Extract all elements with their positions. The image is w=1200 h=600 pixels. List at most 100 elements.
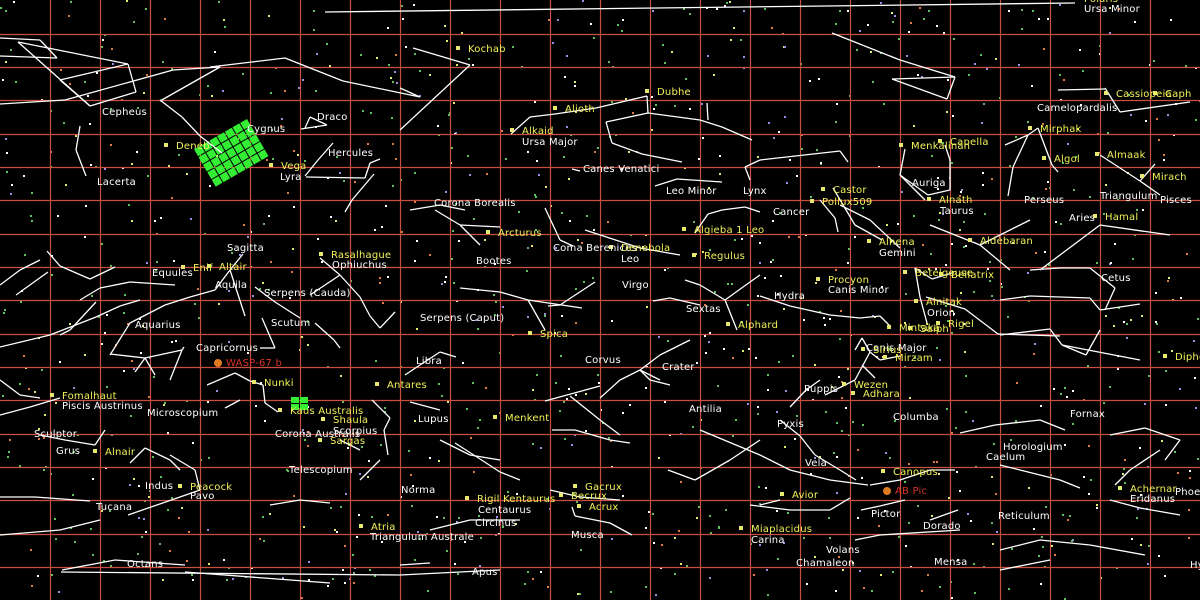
star-label[interactable]: Alioth bbox=[565, 104, 595, 115]
constellation-label[interactable]: Leo Minor bbox=[666, 186, 717, 197]
constellation-label[interactable]: Serpens (Cauda) bbox=[264, 288, 351, 299]
star-label[interactable]: Algol bbox=[1054, 154, 1080, 165]
constellation-label[interactable]: Ursa Minor bbox=[1084, 4, 1140, 15]
constellation-label[interactable]: Camelopardalis bbox=[1037, 103, 1118, 114]
star-label[interactable]: Mirzam bbox=[895, 353, 933, 364]
constellation-label[interactable]: Fornax bbox=[1070, 409, 1106, 420]
constellation-label[interactable]: Serpens (Caput) bbox=[420, 313, 505, 324]
constellation-label[interactable]: Sextas bbox=[686, 304, 721, 315]
star-label[interactable]: Menkent bbox=[505, 413, 550, 424]
constellation-label[interactable]: Bootes bbox=[476, 256, 512, 267]
constellation-label[interactable]: Pyxis bbox=[777, 419, 804, 430]
constellation-label[interactable]: Pictor bbox=[871, 509, 901, 520]
constellation-label[interactable]: Antilia bbox=[689, 404, 722, 415]
star-label[interactable]: Acrux bbox=[589, 502, 619, 513]
star-label[interactable]: Regulus bbox=[704, 251, 746, 262]
constellation-label[interactable]: Chamaleon bbox=[796, 558, 855, 569]
star-label[interactable]: Bellatrix bbox=[951, 270, 995, 281]
star-label[interactable]: Arcturus bbox=[498, 228, 542, 239]
constellation-label[interactable]: Norma bbox=[401, 485, 436, 496]
constellation-label[interactable]: Mensa bbox=[934, 557, 968, 568]
star-label[interactable]: Gacrux bbox=[585, 482, 622, 493]
star-label[interactable]: Alhena bbox=[879, 237, 915, 248]
star-label[interactable]: Algieba 1 Leo bbox=[694, 225, 765, 236]
constellation-label[interactable]: Lynx bbox=[743, 186, 767, 197]
constellation-label[interactable]: Corona Australis bbox=[275, 429, 361, 440]
constellation-label[interactable]: Scorpius bbox=[333, 426, 378, 437]
star-label[interactable]: Nunki bbox=[264, 378, 294, 389]
star-label[interactable]: Mirach bbox=[1152, 172, 1187, 183]
star-label[interactable]: Denebola bbox=[621, 243, 671, 254]
star-label[interactable]: Enif bbox=[193, 263, 213, 274]
constellation-label[interactable]: Gemini bbox=[879, 248, 916, 259]
constellation-label[interactable]: Piscis Austrinus bbox=[62, 401, 143, 412]
constellation-label[interactable]: Dorado bbox=[923, 521, 961, 532]
star-label[interactable]: Fomalhaut bbox=[62, 391, 117, 402]
star-label[interactable]: Rigil Kentaurus bbox=[477, 494, 556, 505]
constellation-label[interactable]: Virgo bbox=[622, 280, 649, 291]
star-label[interactable]: Polaris bbox=[1084, 0, 1118, 5]
constellation-label[interactable]: Microscopium bbox=[147, 408, 219, 419]
star-label[interactable]: Alkaid bbox=[522, 126, 554, 137]
constellation-label[interactable]: Cepheus bbox=[102, 107, 147, 118]
star-label[interactable]: Deneb bbox=[176, 141, 210, 152]
star-label[interactable]: Achernar bbox=[1130, 484, 1177, 495]
constellation-label[interactable]: Ophiuchus bbox=[332, 260, 387, 271]
star-label[interactable]: Castor bbox=[833, 185, 867, 196]
constellation-label[interactable]: Aquarius bbox=[135, 320, 181, 331]
constellation-label[interactable]: Hydrus bbox=[1190, 560, 1200, 571]
constellation-label[interactable]: Canis Major bbox=[866, 343, 927, 354]
constellation-label[interactable]: Auriga bbox=[912, 178, 946, 189]
constellation-label[interactable]: Leo bbox=[621, 254, 640, 265]
constellation-label[interactable]: Musca bbox=[571, 530, 604, 541]
star-label[interactable]: Avior bbox=[792, 490, 819, 501]
constellation-label[interactable]: Cetus bbox=[1101, 273, 1131, 284]
constellation-label[interactable]: Apus bbox=[472, 567, 498, 578]
exoplanet-label[interactable]: AB Pic bbox=[895, 486, 928, 497]
constellation-label[interactable]: Canes Venatici bbox=[583, 164, 660, 175]
exoplanet-label[interactable]: WASP-67 b bbox=[226, 358, 282, 369]
constellation-label[interactable]: Phoenix bbox=[1175, 487, 1200, 498]
star-label[interactable]: Saiph bbox=[920, 324, 949, 335]
star-label[interactable]: Mirphak bbox=[1040, 124, 1082, 135]
constellation-label[interactable]: Sagitta bbox=[227, 243, 264, 254]
constellation-label[interactable]: Ursa Major bbox=[522, 137, 578, 148]
star-label[interactable]: Spica bbox=[540, 329, 569, 340]
constellation-label[interactable]: Lacerta bbox=[97, 177, 136, 188]
star-label[interactable]: Alnair bbox=[105, 447, 136, 458]
star-label[interactable]: Altair bbox=[219, 262, 247, 273]
star-label[interactable]: Wezen bbox=[854, 380, 889, 391]
star-label[interactable]: Sargas bbox=[330, 436, 366, 447]
star-label[interactable]: Aldebaran bbox=[980, 236, 1033, 247]
constellation-label[interactable]: Pisces bbox=[1160, 195, 1192, 206]
constellation-label[interactable]: Centaurus bbox=[478, 505, 532, 516]
constellation-label[interactable]: Eridanus bbox=[1130, 494, 1176, 505]
constellation-label[interactable]: Columba bbox=[893, 412, 939, 423]
star-label[interactable]: Menkalinan bbox=[911, 141, 971, 152]
constellation-label[interactable]: Puppis bbox=[804, 384, 839, 395]
star-label[interactable]: Becrux bbox=[571, 491, 608, 502]
star-label[interactable]: Kochab bbox=[468, 44, 506, 55]
star-label[interactable]: Alnitak bbox=[926, 297, 962, 308]
star-label[interactable]: Cassiopeia bbox=[1116, 89, 1172, 100]
constellation-label[interactable]: Reticulum bbox=[998, 511, 1050, 522]
star-label[interactable]: Canopus bbox=[893, 467, 938, 478]
star-label[interactable]: Rigel bbox=[948, 319, 975, 330]
constellation-label[interactable]: Orion bbox=[927, 308, 956, 319]
star-label[interactable]: Miaplacidus bbox=[751, 524, 813, 535]
constellation-label[interactable]: Hercules bbox=[328, 148, 374, 159]
constellation-label[interactable]: Lupus bbox=[418, 414, 449, 425]
constellation-label[interactable]: Scutum bbox=[271, 318, 311, 329]
constellation-label[interactable]: Perseus bbox=[1024, 195, 1065, 206]
constellation-label[interactable]: Indus bbox=[145, 481, 174, 492]
constellation-label[interactable]: Aries bbox=[1069, 213, 1096, 224]
constellation-label[interactable]: Horologium bbox=[1003, 442, 1063, 453]
star-label[interactable]: Alphard bbox=[738, 320, 779, 331]
constellation-label[interactable]: Triangulum Australe bbox=[370, 532, 474, 543]
constellation-label[interactable]: Volans bbox=[826, 545, 860, 556]
star-label[interactable]: Almaak bbox=[1107, 150, 1146, 161]
star-label[interactable]: Adhara bbox=[863, 389, 900, 400]
constellation-label[interactable]: Equules bbox=[152, 268, 193, 279]
constellation-label[interactable]: Vela bbox=[805, 458, 827, 469]
star-label[interactable]: Mintaka bbox=[899, 323, 940, 334]
